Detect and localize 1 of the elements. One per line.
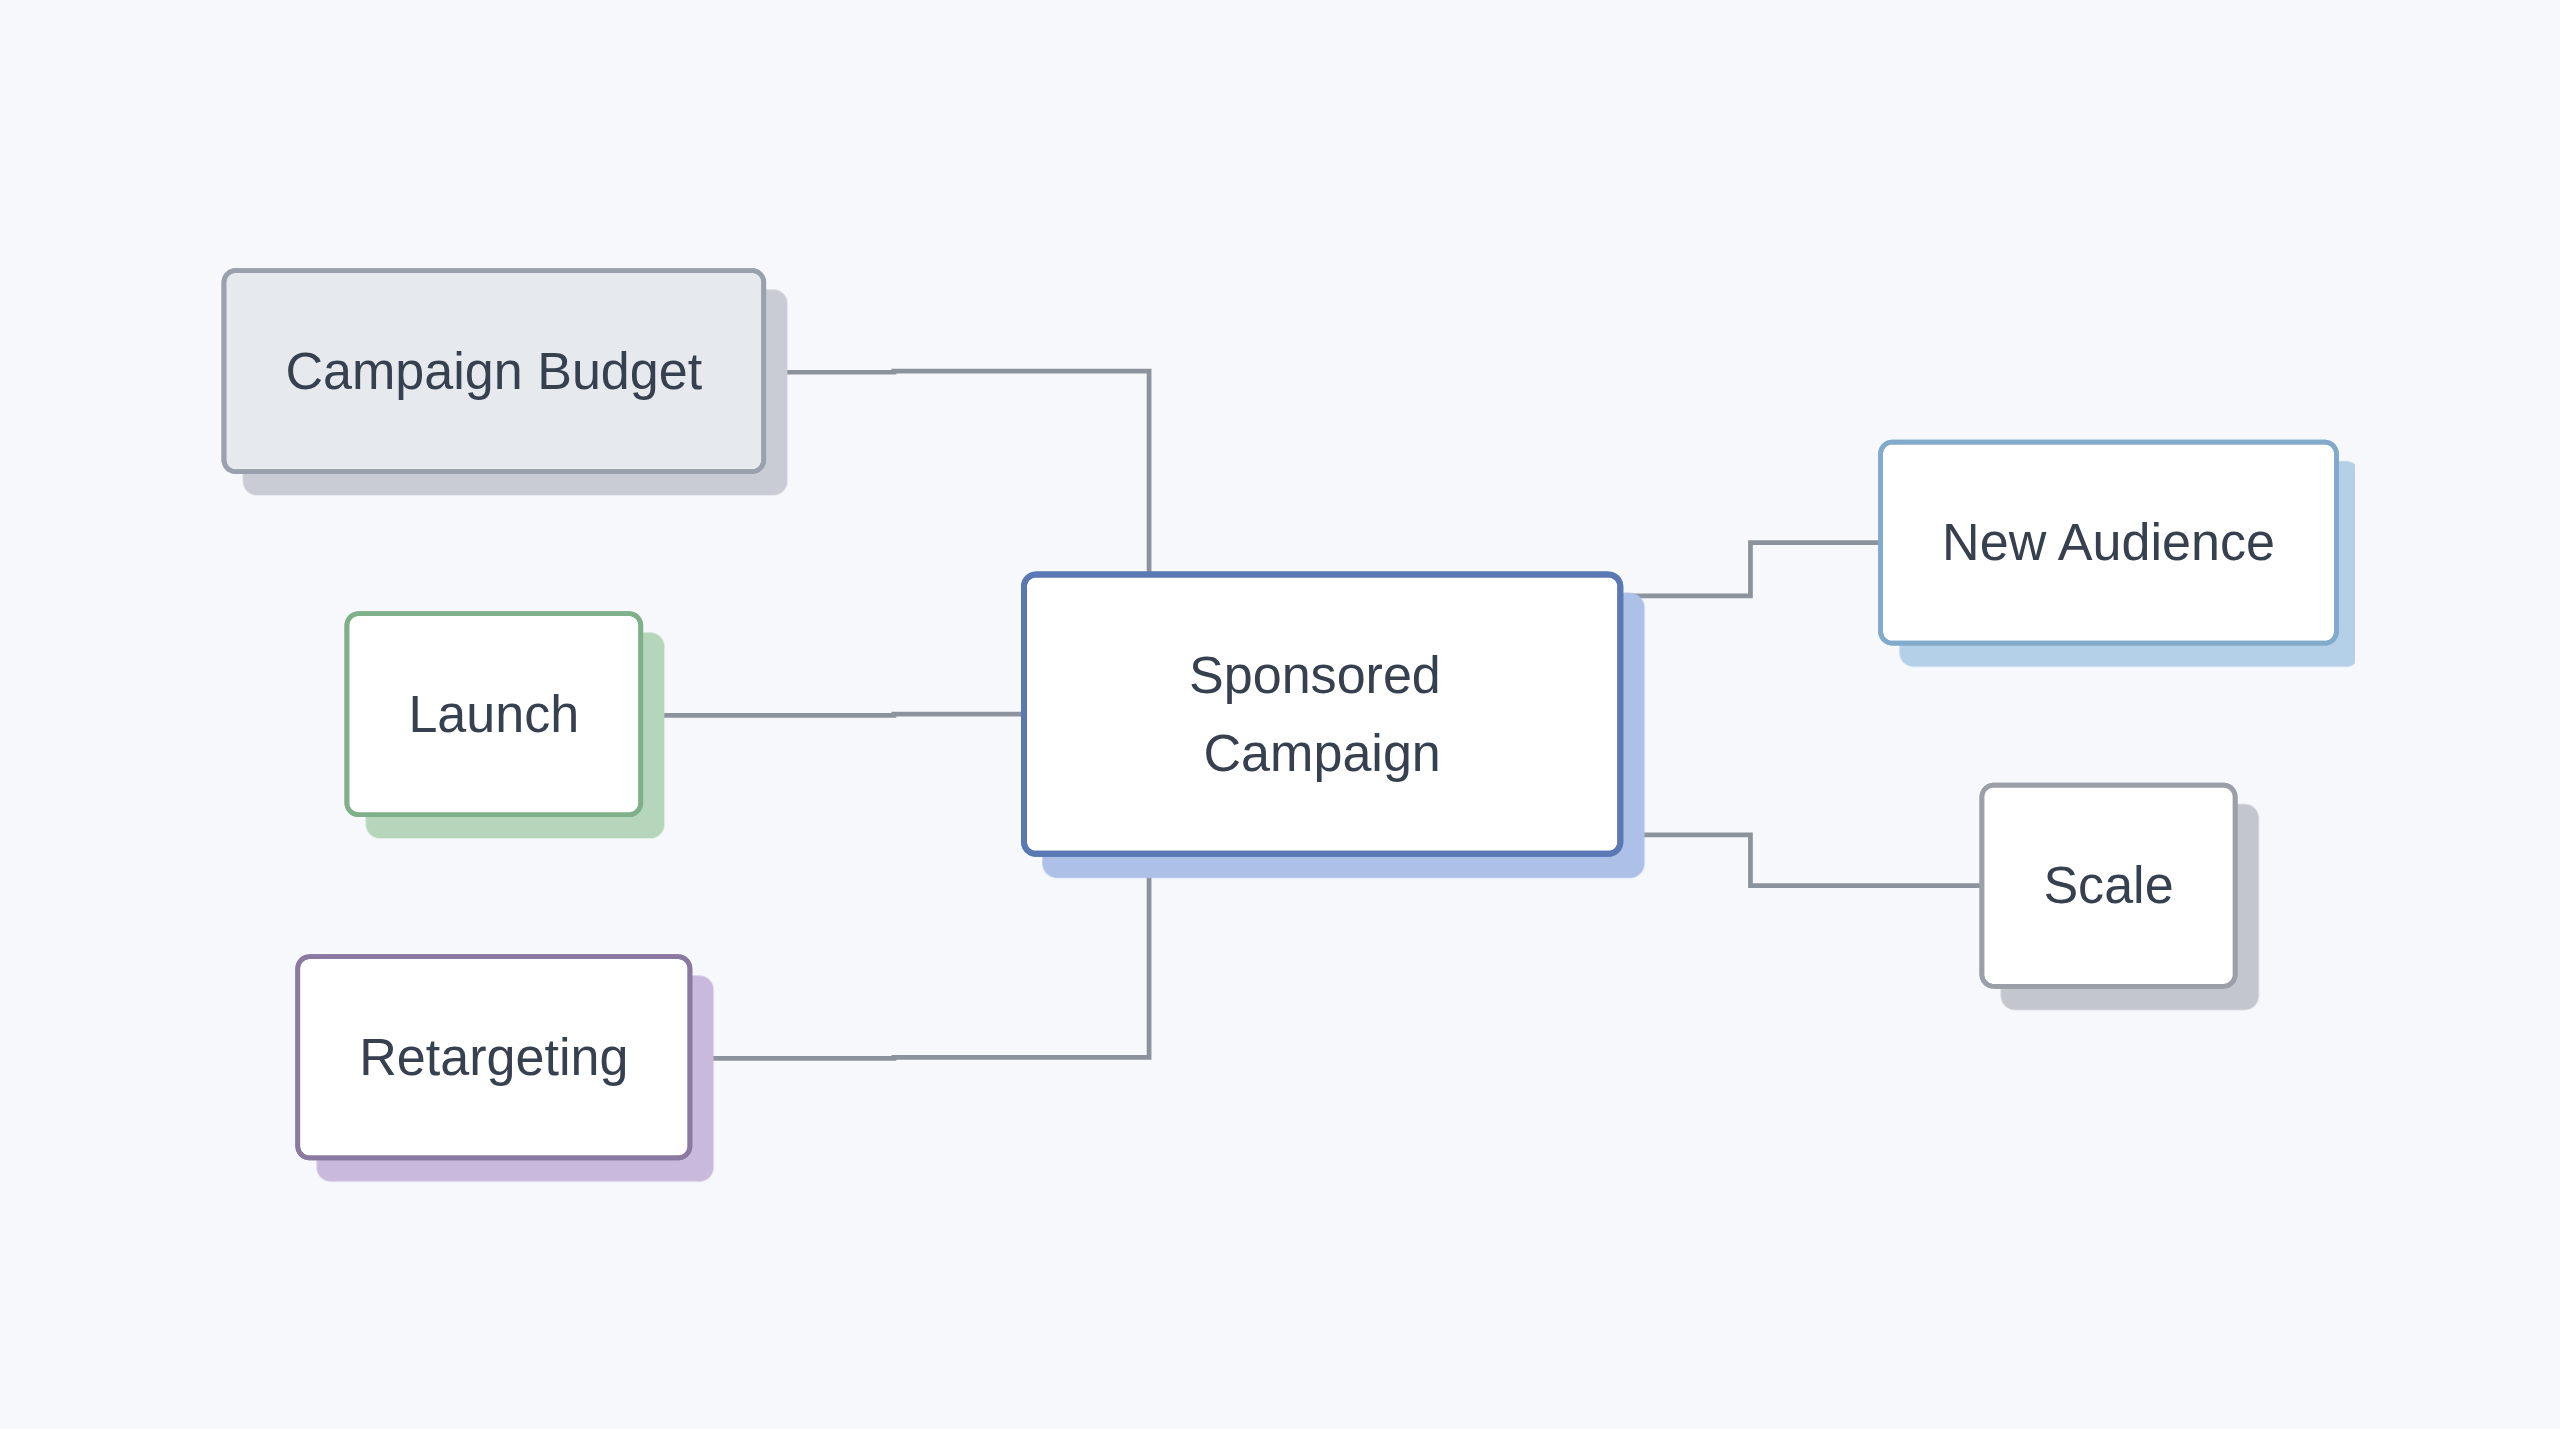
connector — [690, 855, 1152, 1062]
